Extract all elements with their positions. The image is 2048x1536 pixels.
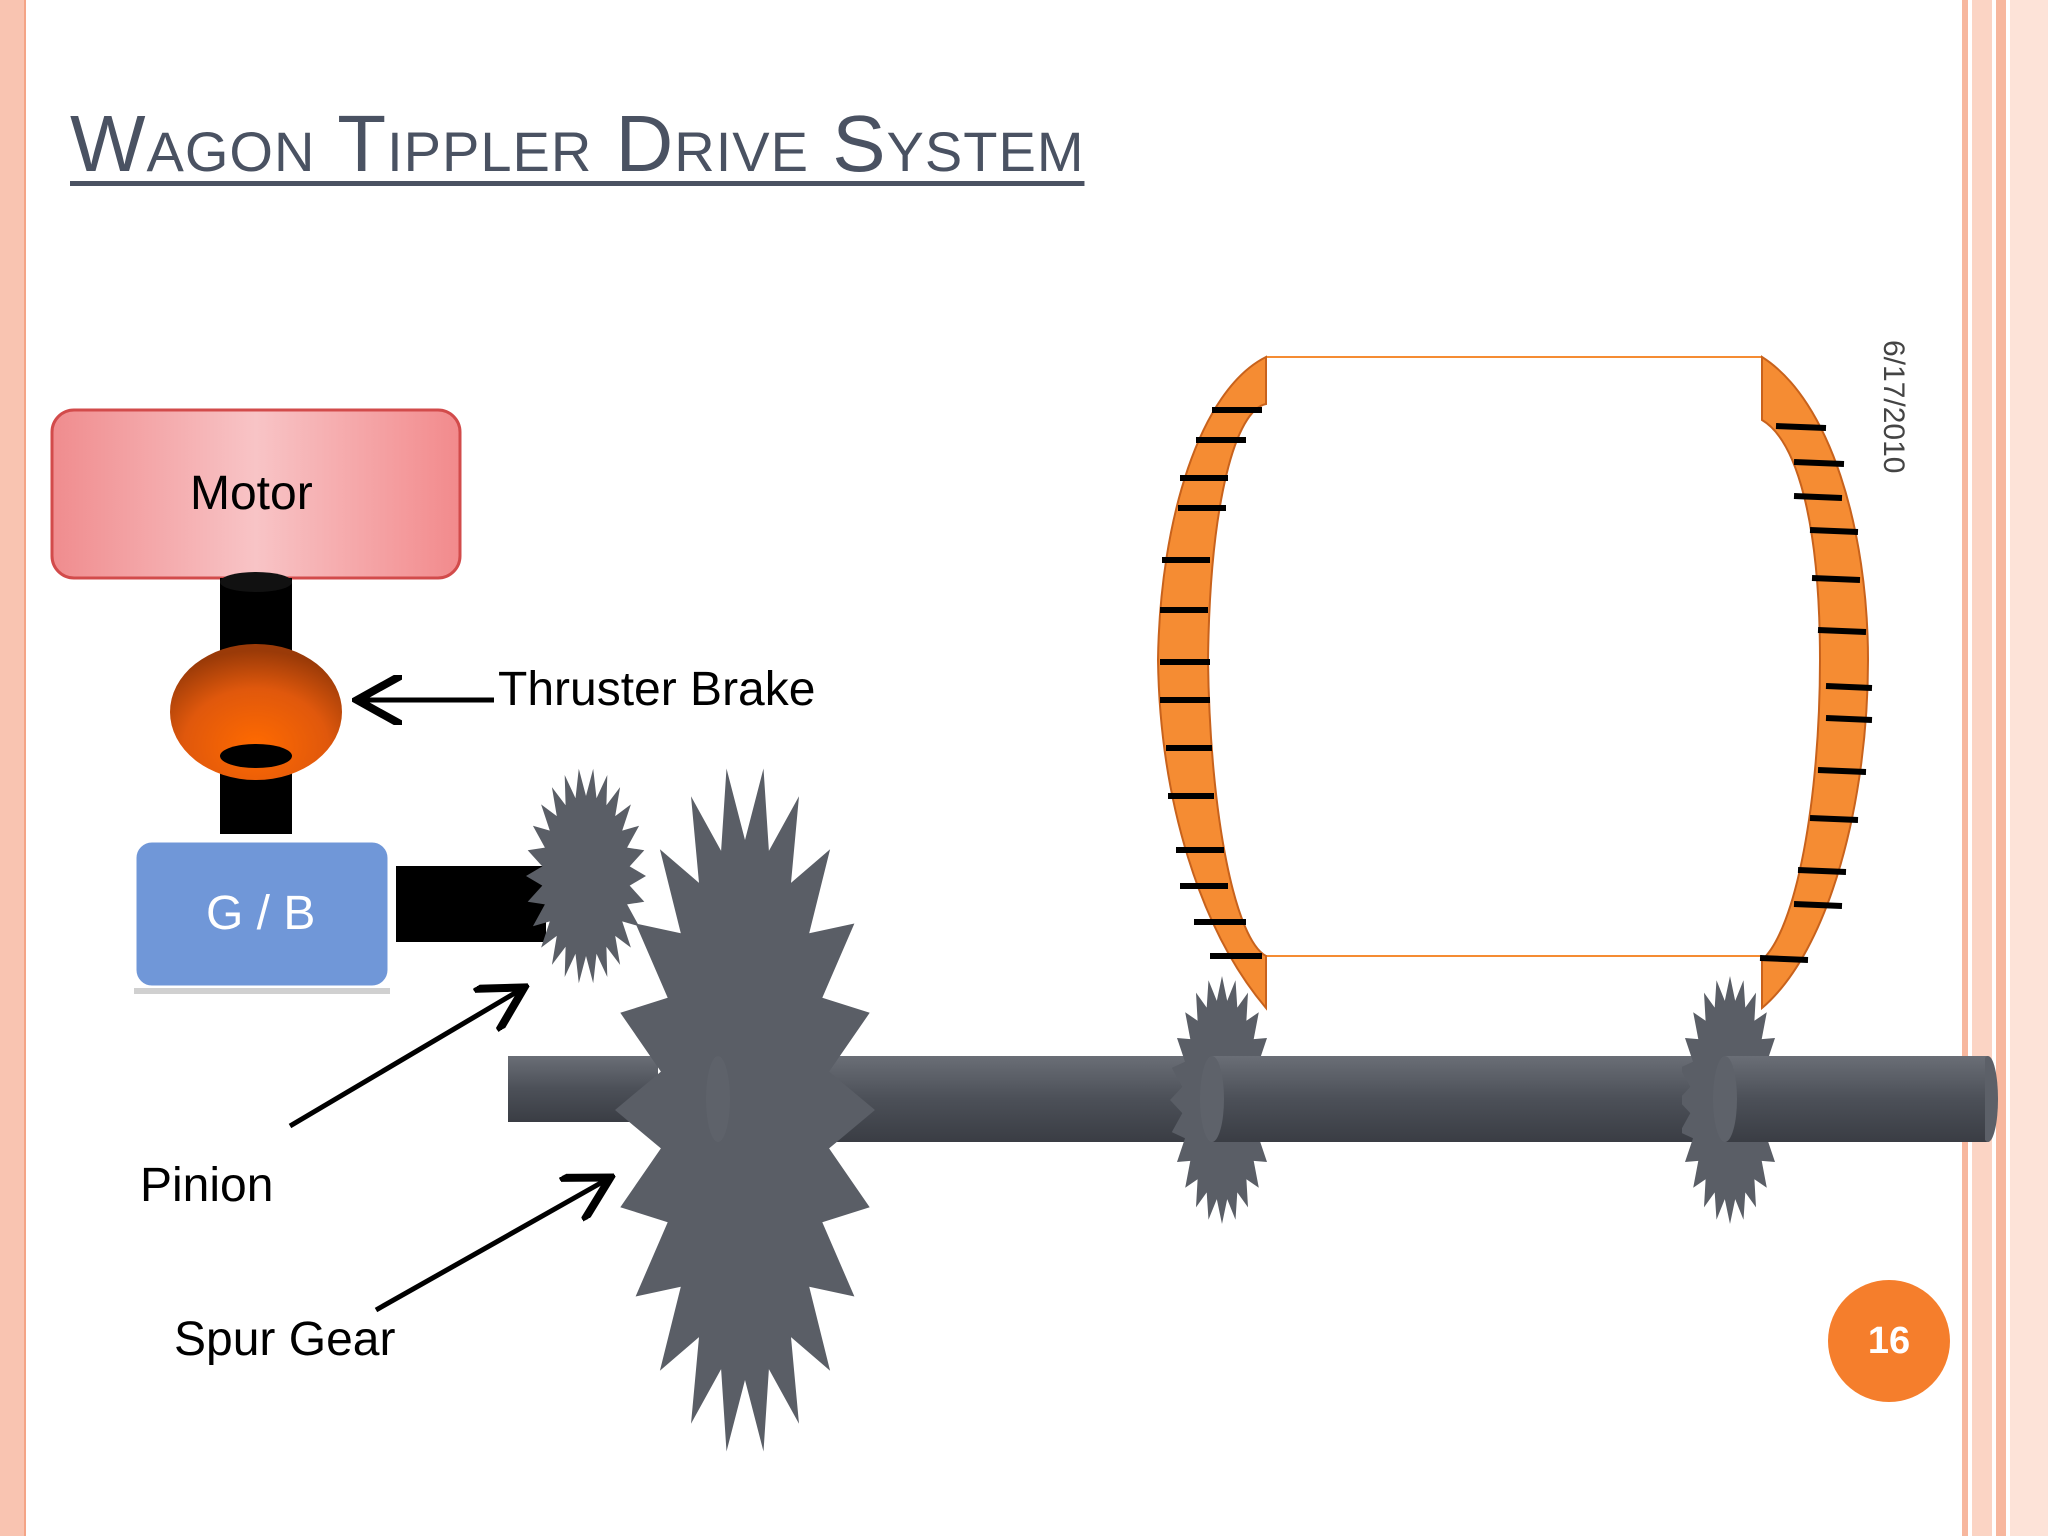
ring-tooth-mark bbox=[1793, 493, 1843, 501]
pinion-gear-shape bbox=[526, 768, 646, 984]
tippler-right-ring bbox=[1761, 355, 1870, 1011]
ring-tooth-mark bbox=[1817, 627, 1867, 635]
page-number-badge: 16 bbox=[1828, 1280, 1950, 1402]
right-frame-stripe bbox=[2010, 0, 2048, 1536]
ring-tooth-mark bbox=[1811, 575, 1861, 583]
ring-tooth-mark bbox=[1759, 955, 1809, 963]
thruster-brake-disc bbox=[170, 644, 342, 780]
spur-gear-label: Spur Gear bbox=[174, 1313, 396, 1366]
pinion-arrow bbox=[288, 990, 520, 1129]
motor-label: Motor bbox=[190, 467, 313, 520]
shaft-collar bbox=[1200, 1056, 1224, 1142]
right-frame-stripe bbox=[1962, 0, 1968, 1536]
gearbox-output-shaft bbox=[396, 866, 546, 942]
slide-title: Wagon Tippler Drive System bbox=[70, 99, 1085, 188]
ring-tooth-mark bbox=[1825, 683, 1873, 691]
spur-gear-arrow bbox=[374, 1180, 606, 1313]
ring-tooth-mark bbox=[1817, 767, 1867, 775]
shaft-collar-segment bbox=[1212, 1056, 1682, 1142]
spur-gear-shape bbox=[615, 768, 875, 1452]
shaft-collar bbox=[706, 1056, 730, 1142]
left-frame-border bbox=[0, 0, 26, 1536]
thruster-brake-label: Thruster Brake bbox=[498, 663, 816, 716]
upper-coupling-cap bbox=[220, 572, 292, 592]
tippler-ring-teeth bbox=[1160, 407, 1873, 963]
pinionGear-teeth bbox=[526, 768, 646, 984]
gearbox-label: G / B bbox=[206, 887, 316, 940]
lower-coupling-cap bbox=[220, 744, 292, 768]
ring-tooth-mark bbox=[1825, 715, 1873, 723]
tippler-left-ring bbox=[1156, 355, 1267, 1011]
ring-tooth-mark bbox=[1797, 867, 1847, 875]
ring-tooth-mark bbox=[1775, 423, 1827, 431]
shaft-collar-segment bbox=[1725, 1056, 1985, 1142]
shaft-collar bbox=[1713, 1056, 1737, 1142]
right-frame-stripe bbox=[1996, 0, 2006, 1536]
spurGear-teeth bbox=[615, 768, 875, 1452]
ring-tooth-mark bbox=[1793, 901, 1843, 909]
right-frame-stripe bbox=[1972, 0, 1992, 1536]
pinion-label: Pinion bbox=[140, 1159, 274, 1212]
ring-tooth-mark bbox=[1793, 459, 1845, 467]
ring-tooth-mark bbox=[1809, 527, 1859, 535]
gearbox-shadow bbox=[134, 988, 390, 994]
ring-tooth-mark bbox=[1809, 815, 1859, 823]
